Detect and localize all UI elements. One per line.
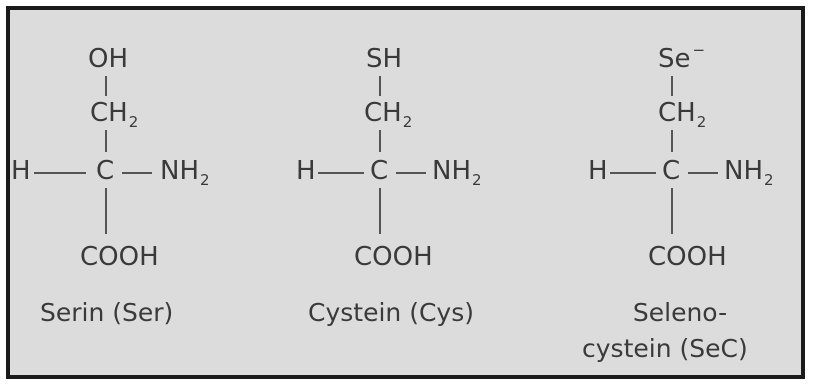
- alpha-carbon-label: C: [662, 156, 681, 186]
- ch2-label: CH2: [658, 98, 707, 131]
- molecule-selenocysteine: Se− CH2 H C NH2 COOH Seleno- cystein (Se…: [580, 10, 800, 375]
- hydrogen-label: H: [296, 156, 316, 186]
- bond-c-nh2: [122, 172, 152, 174]
- amino-group-label: NH2: [160, 156, 210, 189]
- amino-group-label: NH2: [724, 156, 774, 189]
- bond-h-c: [318, 172, 364, 174]
- amino-acid-name: Cystein (Cys): [308, 298, 474, 327]
- bond-ch2-c: [671, 130, 673, 152]
- hydrogen-label: H: [588, 156, 608, 186]
- bond-h-c: [610, 172, 656, 174]
- side-group-label: Se−: [658, 41, 706, 74]
- amino-acid-name-line1: Seleno-: [632, 298, 728, 327]
- negative-charge-label: −: [692, 41, 706, 59]
- ch2-label: CH2: [364, 98, 413, 131]
- carboxyl-group-label: COOH: [354, 242, 433, 272]
- alpha-carbon-label: C: [370, 156, 389, 186]
- amino-acid-name-line2: cystein (SeC): [582, 334, 748, 363]
- side-group-label: OH: [88, 44, 129, 74]
- bond-group-ch2: [379, 76, 381, 96]
- side-group-label: SH: [366, 44, 403, 74]
- carboxyl-group-label: COOH: [80, 242, 159, 272]
- molecule-serine: OH CH2 H C NH2 COOH Serin (Ser): [10, 10, 270, 375]
- bond-c-cooh: [105, 188, 107, 234]
- bond-c-cooh: [671, 188, 673, 234]
- bond-ch2-c: [105, 130, 107, 152]
- bond-c-nh2: [688, 172, 718, 174]
- alpha-carbon-label: C: [96, 156, 115, 186]
- amino-group-label: NH2: [432, 156, 482, 189]
- amino-acid-name: Serin (Ser): [40, 298, 174, 327]
- hydrogen-label: H: [11, 156, 31, 186]
- bond-group-ch2: [671, 76, 673, 96]
- molecule-cysteine: SH CH2 H C NH2 COOH Cystein (Cys): [290, 10, 550, 375]
- ch2-label: CH2: [90, 98, 139, 131]
- amino-acid-figure: OH CH2 H C NH2 COOH Serin (Ser) SH CH2 H…: [6, 6, 805, 379]
- bond-c-cooh: [379, 188, 381, 234]
- carboxyl-group-label: COOH: [648, 242, 727, 272]
- bond-h-c: [34, 172, 86, 174]
- bond-ch2-c: [379, 130, 381, 152]
- bond-c-nh2: [396, 172, 426, 174]
- bond-group-ch2: [105, 76, 107, 96]
